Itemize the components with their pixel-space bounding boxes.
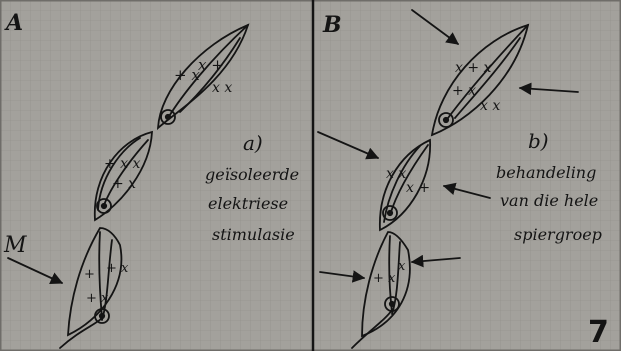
svg-text:+ x: + x — [86, 291, 109, 306]
caption-a-line-3: stimulasie — [212, 225, 295, 244]
svg-text:x +: x + — [198, 56, 224, 74]
caption-b-tag: b) — [528, 129, 549, 153]
caption-a-line-1: geïsoleerde — [205, 165, 299, 184]
caption-b-line-3: spiergroep — [514, 225, 602, 244]
caption-b-line-1: behandeling — [496, 163, 596, 182]
svg-text:x: x — [398, 259, 406, 274]
svg-text:+ x: + x — [106, 261, 129, 276]
svg-text:x x: x x — [480, 98, 500, 114]
svg-text:+ x: + x — [112, 176, 136, 192]
caption-b-line-2: van die hele — [500, 191, 598, 210]
svg-text:+ x: + x — [174, 66, 200, 84]
svg-text:+ x: + x — [452, 83, 476, 99]
panel-b-letter: B — [322, 12, 342, 38]
svg-text:+ x x: + x x — [104, 156, 141, 172]
panel-a-letter: A — [4, 10, 23, 36]
svg-text:+: + — [84, 267, 95, 282]
svg-text:+ x: + x — [373, 271, 396, 286]
svg-text:x +: x + — [406, 180, 430, 196]
caption-a-line-2: elektriese — [208, 194, 288, 213]
caption-a-tag: a) — [243, 131, 263, 155]
figure-number: 7 — [588, 315, 609, 350]
svg-text:x x: x x — [386, 166, 406, 182]
svg-text:x x: x x — [212, 80, 232, 96]
svg-text:x + x: x + x — [455, 60, 492, 76]
stimulus-mark: M — [3, 233, 27, 258]
